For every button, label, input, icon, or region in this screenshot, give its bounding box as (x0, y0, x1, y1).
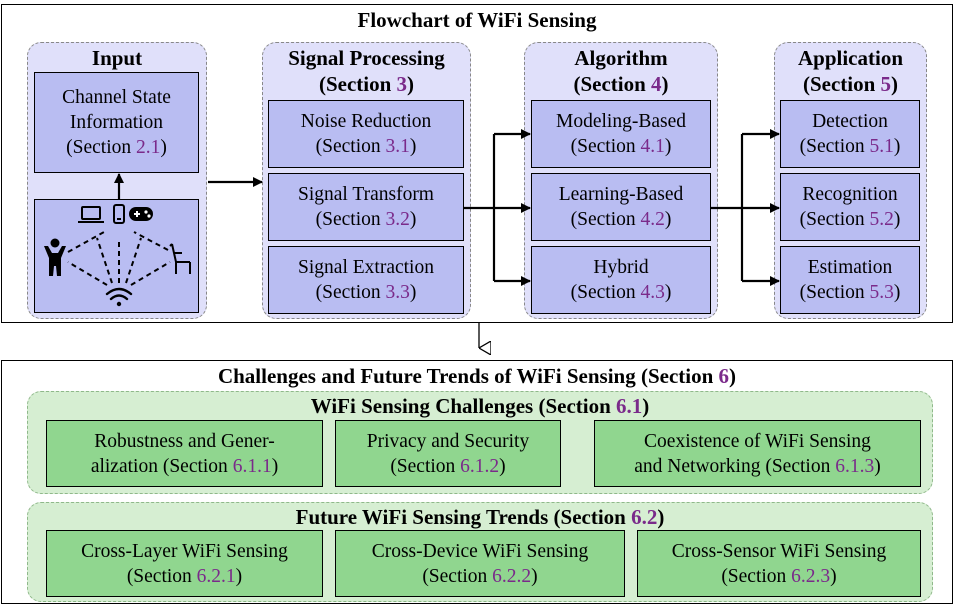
arrows-processing-to-algorithm (464, 129, 531, 286)
cross-layer-line2: (Section 6.2.1) (126, 565, 243, 587)
csi-line2: Information (69, 112, 164, 133)
signal-extraction-label: Signal Extraction (298, 257, 434, 278)
hybrid-label: Hybrid (593, 257, 649, 278)
input-title: Input (91, 46, 143, 70)
estimation-label: Estimation (807, 257, 893, 278)
wifi-icon (105, 287, 133, 307)
noise-reduction-label: Noise Reduction (300, 111, 432, 132)
signal-extraction-box: Signal Extraction (Section 3.3) (268, 246, 464, 314)
signal-processing-title: Signal Processing (288, 46, 445, 70)
cross-device-box: Cross-Device WiFi Sensing (Section 6.2.2… (335, 530, 625, 597)
phone-icon (113, 204, 125, 224)
robustness-line2: alization (Section 6.1.1) (90, 455, 279, 477)
application-section: (Section 5) (802, 72, 899, 96)
signal-transform-section: (Section 3.2) (315, 209, 417, 230)
chair-icon (169, 243, 191, 274)
modeling-based-label: Modeling-Based (556, 111, 686, 132)
detection-label: Detection (812, 111, 888, 132)
noise-reduction-box: Noise Reduction (Section 3.1) (268, 100, 464, 168)
robustness-line1: Robustness and Gener- (94, 430, 275, 452)
cross-sensor-line1: Cross-Sensor WiFi Sensing (671, 540, 887, 562)
learning-based-box: Learning-Based (Section 4.2) (531, 173, 711, 241)
hybrid-section: (Section 4.3) (570, 282, 672, 303)
algorithm-title: Algorithm (574, 46, 668, 70)
cross-sensor-box: Cross-Sensor WiFi Sensing (Section 6.2.3… (637, 530, 921, 597)
algorithm-section: (Section 4) (573, 72, 669, 96)
estimation-section: (Section 5.3) (799, 282, 901, 303)
detection-box: Detection (Section 5.1) (780, 100, 920, 168)
coexistence-line1: Coexistence of WiFi Sensing (644, 430, 871, 452)
recognition-section: (Section 5.2) (799, 209, 901, 230)
challenges-group-title: WiFi Sensing Challenges (Section 6.1) (310, 394, 650, 418)
cross-layer-box: Cross-Layer WiFi Sensing (Section 6.2.1) (46, 530, 323, 597)
cross-device-line2: (Section 6.2.2) (422, 565, 538, 587)
privacy-box: Privacy and Security (Section 6.1.2) (335, 420, 561, 487)
cross-sensor-line2: (Section 6.2.3) (721, 565, 837, 587)
cross-layer-line1: Cross-Layer WiFi Sensing (81, 540, 288, 562)
robustness-box: Robustness and Gener- alization (Section… (46, 420, 323, 487)
learning-based-label: Learning-Based (558, 184, 684, 205)
csi-box: Channel State Information (Section 2.1) (34, 72, 199, 173)
arrows-algorithm-to-application (711, 129, 780, 286)
recognition-label: Recognition (802, 184, 898, 205)
cross-device-line1: Cross-Device WiFi Sensing (371, 540, 589, 562)
detection-section: (Section 5.1) (799, 136, 901, 157)
person-icon (44, 238, 66, 276)
signal-transform-box: Signal Transform (Section 3.2) (268, 173, 464, 241)
flowchart-title: Flowchart of WiFi Sensing (357, 8, 597, 32)
laptop-icon (78, 206, 104, 223)
signal-extraction-section: (Section 3.3) (315, 282, 417, 303)
noise-reduction-section: (Section 3.1) (315, 136, 417, 157)
signal-processing-section: (Section 3) (318, 72, 415, 96)
coexistence-box: Coexistence of WiFi Sensing and Networki… (594, 420, 921, 487)
signal-path-lines (67, 231, 171, 286)
privacy-line1: Privacy and Security (366, 430, 530, 452)
recognition-box: Recognition (Section 5.2) (780, 173, 920, 241)
estimation-box: Estimation (Section 5.3) (780, 246, 920, 314)
signal-transform-label: Signal Transform (298, 184, 434, 205)
privacy-line2: (Section 6.1.2) (390, 455, 506, 477)
coexistence-line2: and Networking (Section 6.1.3) (634, 455, 881, 477)
trends-group-title: Future WiFi Sensing Trends (Section 6.2) (295, 505, 665, 529)
gamepad-icon (129, 207, 153, 221)
challenges-frame-title: Challenges and Future Trends of WiFi Sen… (217, 364, 737, 388)
learning-based-section: (Section 4.2) (570, 209, 672, 230)
application-title: Application (797, 46, 904, 70)
hybrid-box: Hybrid (Section 4.3) (531, 246, 711, 314)
modeling-based-box: Modeling-Based (Section 4.1) (531, 100, 711, 168)
csi-line1: Channel State (62, 87, 171, 108)
modeling-based-section: (Section 4.1) (570, 136, 672, 157)
csi-section: (Section 2.1) (66, 137, 167, 158)
